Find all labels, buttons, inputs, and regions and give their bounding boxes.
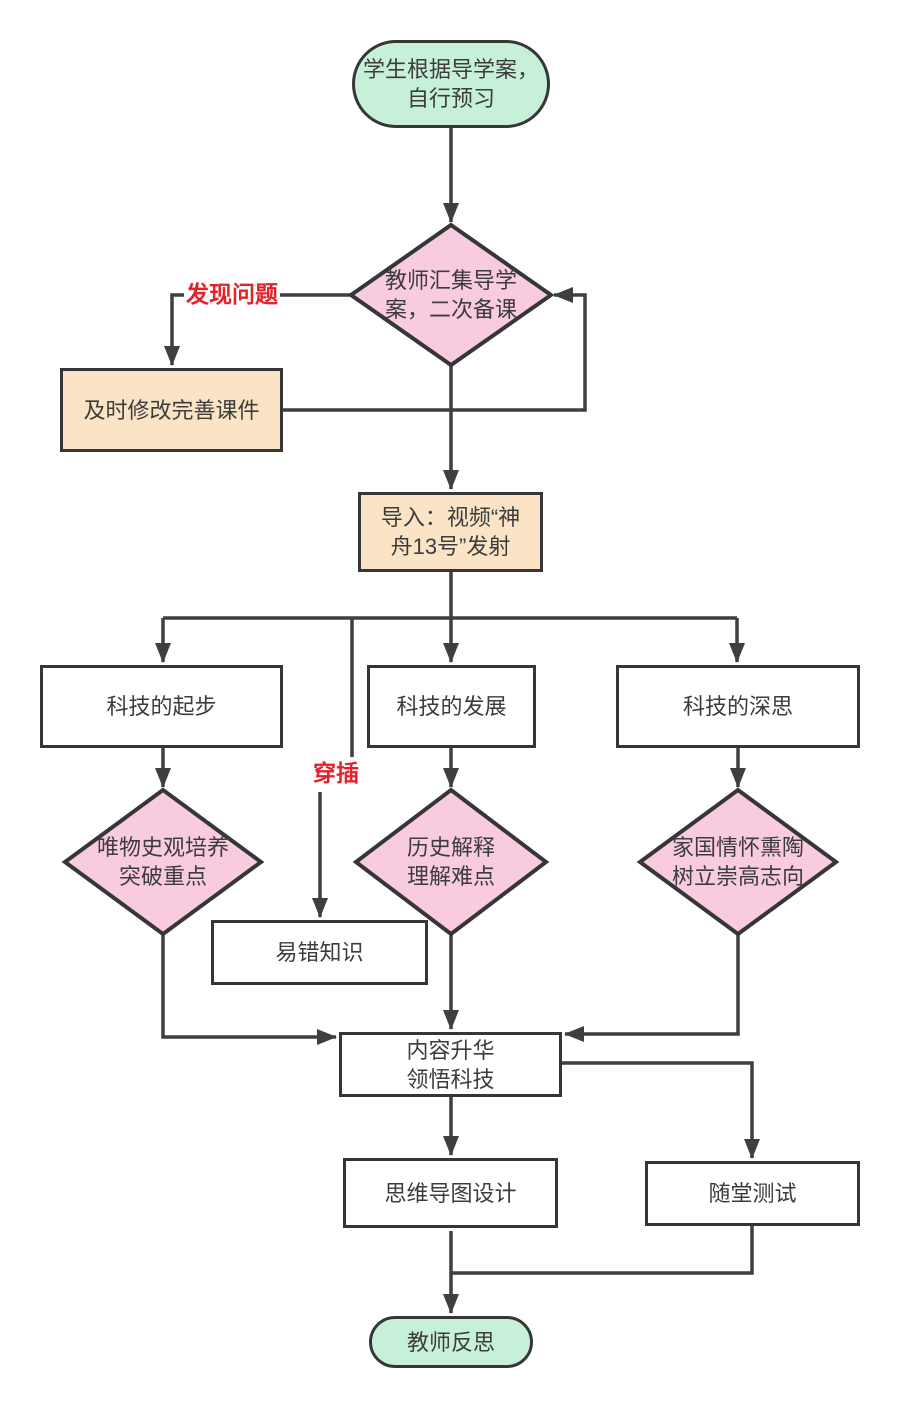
edge-materialist-to-sublimation <box>161 934 337 1045</box>
error-knowledge-box: 易错知识 <box>211 920 428 985</box>
mindmap-box-label: 思维导图设计 <box>384 1180 517 1206</box>
edge-sublimation-to-quiz <box>562 1061 760 1159</box>
materialist-diamond-label: 唯物史观培养 突破重点 <box>96 835 229 889</box>
tech-start-box-label: 科技的起步 <box>106 694 217 719</box>
quiz-box-label: 随堂测试 <box>708 1181 797 1206</box>
revise-box-label: 及时修改完善课件 <box>83 397 260 423</box>
tech-deep-box-label: 科技的深思 <box>682 694 793 719</box>
collect-diamond <box>347 222 555 368</box>
start-node-label: 学生根据导学案， 自行预习 <box>362 57 539 111</box>
intro-box-label: 导入：视频“神 舟13号”发射 <box>380 505 521 559</box>
mindmap-box: 思维导图设计 <box>343 1158 558 1228</box>
tech-dev-box: 科技的发展 <box>367 665 536 748</box>
tech-dev-box-label: 科技的发展 <box>396 694 507 719</box>
sublimation-box-label: 内容升华 领悟科技 <box>406 1037 495 1092</box>
history-diamond <box>352 787 550 937</box>
revise-box: 及时修改完善课件 <box>60 368 283 452</box>
reflect-node: 教师反思 <box>369 1316 533 1368</box>
edge-quiz-to-merge <box>451 1226 754 1275</box>
history-diamond-label: 历史解释 理解难点 <box>406 835 495 889</box>
error-knowledge-box-label: 易错知识 <box>275 940 364 965</box>
intro-box: 导入：视频“神 舟13号”发射 <box>358 492 543 572</box>
tech-start-box: 科技的起步 <box>40 665 283 748</box>
materialist-diamond <box>61 787 265 937</box>
edge-revise-to-collect-loop <box>283 287 587 412</box>
quiz-box: 随堂测试 <box>645 1161 860 1226</box>
reflect-node-label: 教师反思 <box>406 1329 495 1355</box>
start-node: 学生根据导学案， 自行预习 <box>352 40 550 128</box>
edge-label-found-problem: 发现问题 <box>184 281 280 308</box>
patriotic-diamond <box>636 787 840 937</box>
sublimation-box: 内容升华 领悟科技 <box>339 1032 562 1097</box>
edge-collect-to-revise <box>164 293 351 366</box>
patriotic-diamond-label: 家国情怀熏陶 树立崇高志向 <box>671 835 804 889</box>
tech-deep-box: 科技的深思 <box>616 665 860 748</box>
edge-label-interleave: 穿插 <box>311 760 361 787</box>
edge-patriotic-to-sublimation <box>564 934 740 1042</box>
collect-diamond-label: 教师汇集导学 案，二次备课 <box>384 268 517 322</box>
